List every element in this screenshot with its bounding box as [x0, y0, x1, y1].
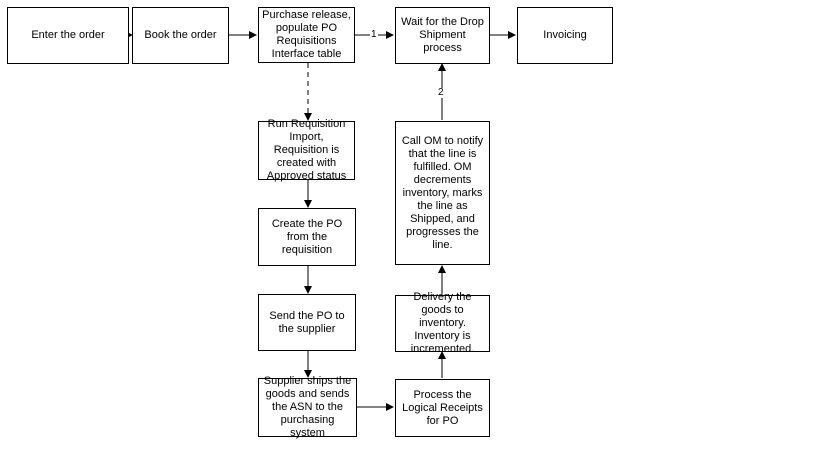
node-wait-drop-shipment-text: Wait for the Drop Shipment process [401, 16, 484, 54]
node-enter-the-order: Enter the order [7, 7, 129, 64]
node-send-the-po-text: Send the PO to the supplier [269, 309, 345, 335]
node-book-the-order: Book the order [132, 7, 229, 64]
node-invoicing: Invoicing [517, 7, 613, 64]
node-process-logical-receipts-text: Process the Logical Receipts for PO [402, 388, 483, 427]
node-run-requisition-import-text: Run Requisition Import, Requisition is c… [266, 118, 347, 182]
node-create-the-po-text: Create the PO from the requisition [271, 217, 343, 256]
node-purchase-release-text: Purchase release, populate PO Requisitio… [262, 9, 351, 60]
node-call-om-notify-text: Call OM to notify that the line is fulfi… [401, 134, 484, 251]
node-process-logical-receipts: Process the Logical Receipts for PO [395, 379, 490, 437]
node-enter-the-order-text: Enter the order [31, 29, 105, 41]
node-invoicing-text: Invoicing [543, 29, 587, 41]
node-create-the-po: Create the PO from the requisition [258, 208, 356, 266]
node-supplier-ships-text: Supplier ships the goods and sends the A… [263, 375, 352, 439]
node-run-requisition-import: Run Requisition Import, Requisition is c… [258, 118, 355, 182]
node-call-om-notify: Call OM to notify that the line is fulfi… [395, 121, 490, 265]
edge-label-2: 2 [437, 87, 445, 98]
node-supplier-ships: Supplier ships the goods and sends the A… [258, 375, 357, 439]
node-book-the-order-text: Book the order [144, 29, 217, 41]
node-delivery-the-goods-text: Delivery the goods to inventory. Invento… [410, 291, 475, 355]
node-delivery-the-goods: Delivery the goods to inventory. Invento… [395, 291, 490, 355]
node-purchase-release: Purchase release, populate PO Requisitio… [258, 7, 355, 63]
edge-label-1: 1 [370, 29, 378, 40]
node-wait-drop-shipment: Wait for the Drop Shipment process [395, 7, 490, 64]
node-send-the-po: Send the PO to the supplier [258, 294, 356, 351]
